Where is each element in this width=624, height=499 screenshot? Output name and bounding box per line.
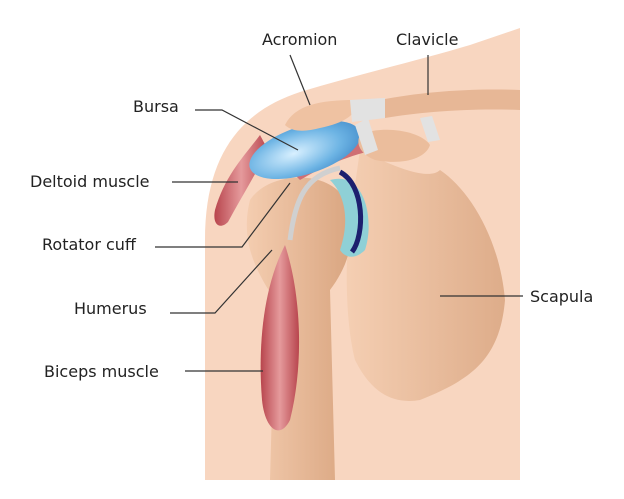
label-acromion: Acromion <box>262 30 338 49</box>
label-clavicle: Clavicle <box>396 30 459 49</box>
coracoid-bone <box>358 129 430 162</box>
rotator-cuff-tendon <box>287 165 341 241</box>
label-deltoid-muscle: Deltoid muscle <box>30 172 150 191</box>
label-bursa: Bursa <box>133 97 179 116</box>
leader-humerus <box>170 249 273 314</box>
acromion-bone <box>285 100 357 131</box>
label-scapula: Scapula <box>530 287 594 306</box>
label-rotator-cuff: Rotator cuff <box>42 235 136 254</box>
ligaments <box>350 98 440 155</box>
leader-lines <box>155 54 523 372</box>
bursa-sac <box>249 120 361 180</box>
clavicle-bone <box>380 89 520 118</box>
glenoid-rim <box>338 169 364 254</box>
leader-rotator-cuff <box>155 182 291 248</box>
leader-acromion <box>289 54 311 106</box>
label-biceps-muscle: Biceps muscle <box>44 362 159 381</box>
scapula-bone <box>346 150 505 401</box>
label-humerus: Humerus <box>74 299 147 318</box>
leader-bursa <box>195 109 299 151</box>
biceps-muscle <box>260 245 300 431</box>
